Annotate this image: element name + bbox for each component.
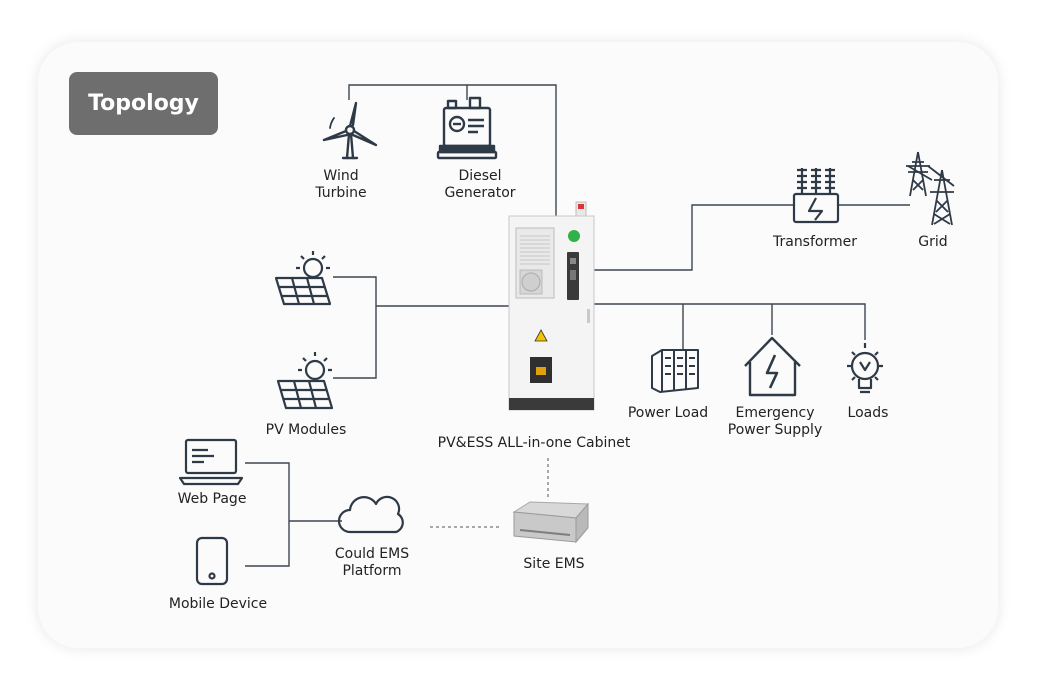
pv-module-icon-top <box>274 251 332 306</box>
transformer-icon <box>792 168 840 224</box>
line-cabinet-transformer <box>593 204 793 271</box>
grid-tower-icon <box>906 151 955 226</box>
pv-module-icon-bottom <box>276 352 334 410</box>
power-load-label: Power Load <box>627 405 709 421</box>
line-web-mobile-bracket <box>245 462 290 567</box>
cabinet-label: PV&ESS ALL-in-one Cabinet <box>437 435 631 451</box>
diesel-generator-icon <box>436 96 498 160</box>
web-page-label: Web Page <box>177 491 247 507</box>
line-pv-bracket <box>333 276 377 379</box>
cloud-icon <box>337 495 404 534</box>
light-bulb-icon <box>847 343 883 394</box>
grid-label: Grid <box>918 234 948 250</box>
power-load-icon <box>651 349 699 393</box>
mobile-device-label: Mobile Device <box>168 596 268 612</box>
wind-turbine-icon <box>322 101 378 160</box>
site-ems-icon <box>512 501 590 544</box>
dashed-lines <box>430 458 549 528</box>
pv-modules-label: PV Modules <box>265 422 347 438</box>
line-generators-cabinet <box>348 84 557 218</box>
cabinet-icon <box>508 201 595 411</box>
laptop-icon <box>178 438 244 486</box>
emergency-power-icon <box>744 336 801 397</box>
connection-lines <box>245 84 910 567</box>
line-cabinet-loads <box>593 303 866 340</box>
loads-label: Loads <box>847 405 889 421</box>
site-ems-label: Site EMS <box>523 556 585 572</box>
page-title: Topology <box>69 72 218 135</box>
mobile-icon <box>195 536 229 586</box>
transformer-label: Transformer <box>772 234 857 250</box>
